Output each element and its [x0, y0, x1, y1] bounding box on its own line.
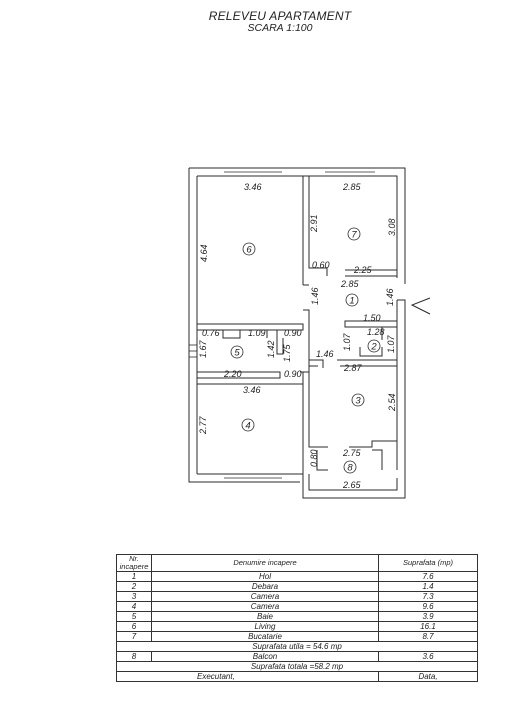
cell-name: Baie	[151, 611, 379, 622]
cell-name: Balcon	[151, 651, 379, 662]
cell-nr: 7	[116, 631, 152, 642]
usable-total-row: Suprafata utila = 54.6 mp	[116, 641, 478, 652]
room-number-5: 5	[234, 348, 240, 359]
window-living	[224, 167, 282, 177]
cell-area: 7.6	[378, 571, 478, 582]
wall-living-bottom	[197, 309, 310, 331]
dim-room3-bottom: 2.75	[342, 448, 362, 458]
signature-row: Executant, Data,	[116, 671, 478, 682]
dim-hall-mid: 1.50	[363, 313, 381, 323]
dim-kitchen-right: 3.08	[387, 218, 397, 236]
outer-wall	[188, 167, 406, 483]
dim-bath-bottom: 2.20	[223, 369, 242, 379]
dim-room3-height: 2.54	[387, 393, 397, 412]
cell-nr: 5	[116, 611, 152, 622]
cell-name: Living	[151, 621, 379, 632]
dim-bath-door: 0.90	[284, 369, 302, 379]
room-number-1: 1	[349, 296, 354, 307]
dim-bath-b: 1.09	[248, 328, 266, 338]
cell-name: Debara	[151, 581, 379, 592]
cell-name: Camera	[151, 591, 379, 602]
room-number-3: 3	[355, 396, 361, 407]
dim-bath-a: 0.76	[202, 328, 220, 338]
dim-kitchen-width: 2.85	[342, 182, 362, 192]
floor-plan: 6 7 1 2 5 3 4 8 3.46 4.64 2.85 2.91 3.08…	[188, 167, 431, 499]
dim-closet-width: 1.28	[367, 327, 385, 337]
dim-hall-right: 1.46	[385, 288, 395, 306]
wall-room3	[308, 359, 397, 448]
cell-name: Hol	[151, 571, 379, 582]
total-area: Suprafata totala =58.2 mp	[116, 661, 478, 672]
date-label: Data,	[378, 671, 478, 682]
dim-room3-width: 2.87	[343, 363, 363, 373]
dim-bath-c: 0.90	[284, 328, 302, 338]
cell-name: Bucatarie	[151, 631, 379, 642]
dim-closet-right: 1.07	[386, 334, 396, 353]
header-nr: Nr. incapere	[116, 554, 152, 572]
cell-nr: 6	[116, 621, 152, 632]
room-number-2: 2	[370, 342, 377, 353]
window-bath	[189, 344, 197, 358]
room-number-6: 6	[246, 245, 252, 256]
executant-label: Executant,	[116, 671, 379, 682]
dim-closet-left: 1.07	[342, 332, 352, 351]
cell-area: 16.1	[378, 621, 478, 632]
cell-nr: 1	[116, 571, 152, 582]
cell-name: Camera	[151, 601, 379, 612]
dim-living-width: 3.46	[244, 182, 262, 192]
dim-balcony-width: 2.65	[342, 480, 362, 490]
balcony	[302, 449, 406, 499]
cell-area: 8.7	[378, 631, 478, 642]
window-room4	[224, 473, 282, 483]
dim-room4-width: 3.46	[243, 385, 261, 395]
drawing-title: RELEVEU APARTAMENT	[208, 9, 352, 23]
header-area: Suprafata (mp)	[378, 554, 478, 572]
header-name: Denumire incapere	[151, 554, 379, 572]
total-row: Suprafata totala =58.2 mp	[116, 661, 478, 672]
dim-bath-right: 1.75	[282, 343, 292, 362]
table-header: Nr. incapere Denumire incapere Suprafata…	[116, 554, 478, 572]
dim-balcony-side: 0.80	[309, 449, 319, 467]
cell-area: 1.4	[378, 581, 478, 592]
usable-total: Suprafata utila = 54.6 mp	[116, 641, 478, 652]
entry-arrow	[410, 297, 431, 315]
cell-nr: 3	[116, 591, 152, 602]
cell-area: 9.6	[378, 601, 478, 612]
area-table: Nr. incapere Denumire incapere Suprafata…	[116, 554, 478, 682]
window-kitchen	[325, 167, 375, 177]
drawing-scale: SCARA 1:100	[247, 22, 313, 34]
dim-hall-left: 1.46	[310, 287, 320, 305]
cell-nr: 4	[116, 601, 152, 612]
cell-area: 7.3	[378, 591, 478, 602]
cell-nr: 8	[116, 651, 152, 662]
dim-bath-mid: 1.42	[266, 340, 276, 358]
cell-area: 3.9	[378, 611, 478, 622]
dim-room4-height: 2.77	[198, 415, 208, 435]
dim-kitchen-bottom: 2.25	[353, 265, 373, 275]
cell-area: 3.6	[378, 651, 478, 662]
dim-hall-top: 2.85	[340, 279, 360, 289]
room-number-4: 4	[245, 421, 250, 432]
dim-kitchen-door: 0.60	[312, 260, 330, 270]
room-number-8: 8	[347, 463, 353, 474]
cell-nr: 2	[116, 581, 152, 592]
dim-kitchen-left: 2.91	[309, 214, 319, 233]
dim-living-height: 4.64	[199, 244, 209, 262]
outer-wall-inner	[196, 175, 398, 474]
dim-room3-door: 1.46	[316, 349, 334, 359]
wall-closet	[344, 320, 398, 357]
wall-living-right	[302, 176, 328, 286]
dim-bath-left: 1.67	[198, 339, 208, 358]
wall-kitchen-bottom	[345, 269, 397, 277]
room-number-7: 7	[351, 230, 357, 241]
